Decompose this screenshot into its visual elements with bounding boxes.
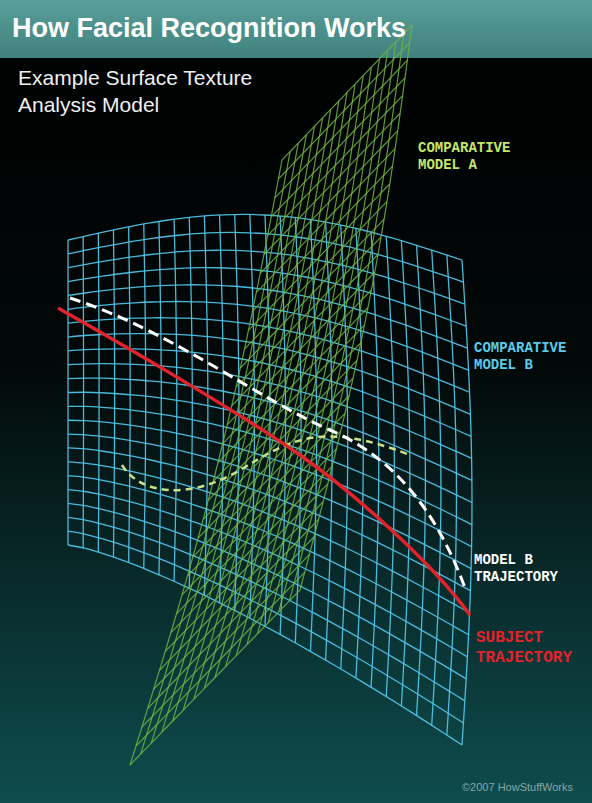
subject-trajectory-label: SUBJECT TRAJECTORY [476, 628, 586, 668]
grid-line [142, 555, 310, 728]
grid-line [264, 113, 400, 254]
grid-line [256, 149, 395, 293]
grid-line [462, 260, 472, 745]
grid-line [227, 272, 375, 425]
grid-line [244, 202, 387, 349]
grid-line [278, 43, 409, 179]
grid-line [204, 101, 339, 689]
grid-line [289, 33, 404, 601]
grid-line [282, 25, 412, 160]
grid-line [68, 476, 469, 635]
grid-line [165, 484, 327, 652]
grid-line [148, 537, 314, 708]
grid-line [275, 60, 408, 198]
grid-line [268, 96, 403, 236]
grid-line [271, 78, 405, 217]
grid-line [68, 420, 472, 546]
grid-line [68, 364, 472, 459]
grid-line [232, 255, 378, 406]
grid-line [236, 76, 363, 656]
grid-line [176, 449, 336, 614]
model-b-label: COMPARATIVE MODEL B [474, 340, 574, 374]
grid-line [171, 466, 332, 632]
grid-line [193, 396, 349, 557]
grid-line [300, 25, 412, 590]
subtitle: Example Surface Texture Analysis Model [18, 64, 268, 118]
grid-line [260, 131, 398, 273]
model-b-trajectory-label: MODEL B TRAJECTORY [474, 552, 574, 586]
subject-trajectory-line [58, 308, 470, 615]
grid-line [215, 93, 347, 678]
grid-line [159, 502, 323, 671]
grid-line [218, 308, 368, 463]
grid-line [68, 448, 470, 591]
grid-line [68, 503, 466, 678]
grid-line [236, 237, 381, 387]
model-a-trajectory [122, 436, 410, 490]
grid-line [249, 184, 390, 330]
grid-line [240, 219, 384, 368]
grid-line [130, 590, 300, 765]
grid-line [226, 84, 356, 667]
grid-line [268, 50, 388, 623]
model-a-label: COMPARATIVE MODEL A [418, 140, 518, 174]
copyright-note: ©2007 HowStuffWorks [462, 780, 590, 794]
title-band [0, 0, 592, 58]
grid-line [182, 431, 341, 595]
grid-line [154, 519, 319, 689]
title: How Facial Recognition Works [12, 11, 582, 45]
grid-line [279, 42, 396, 612]
model-a-grid [130, 25, 412, 765]
grid-line [136, 572, 305, 746]
grid-line [162, 135, 307, 733]
grid-line [252, 166, 392, 311]
